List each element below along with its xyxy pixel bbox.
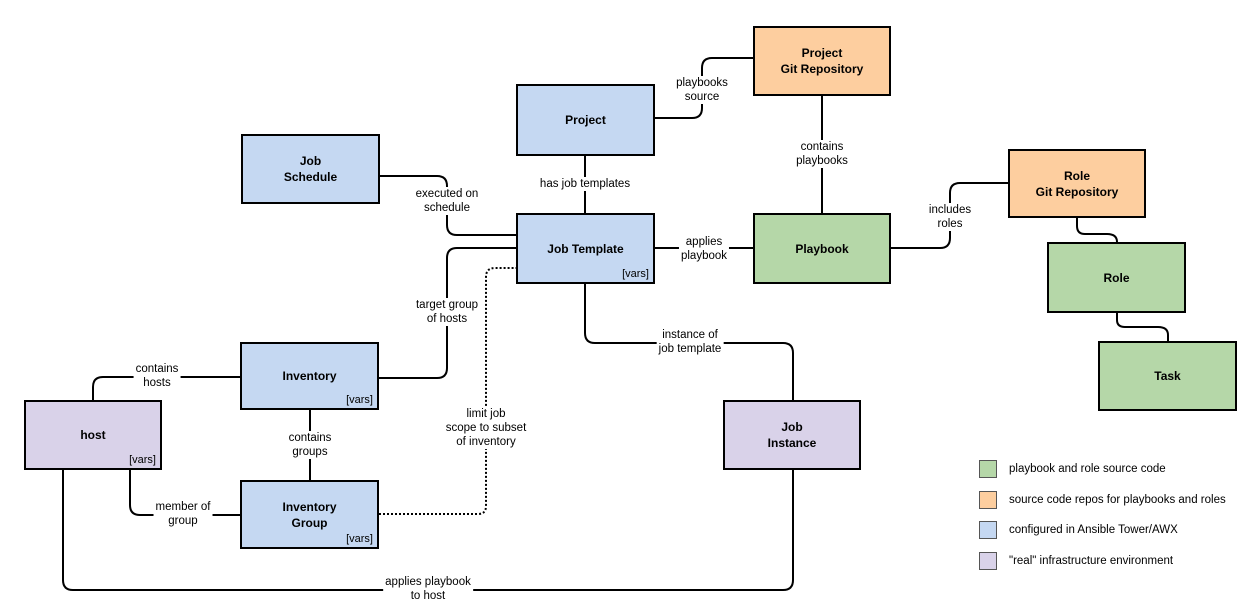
edge-label-target-group: target group of hosts xyxy=(413,298,481,326)
node-title: Task xyxy=(1154,369,1181,383)
job-schedule-node[interactable]: Job Schedule xyxy=(241,134,380,204)
node-title: Role xyxy=(1063,168,1090,183)
node-title: Role xyxy=(1103,270,1130,285)
edge-label-member-of-group: member of group xyxy=(153,500,213,528)
node-title: host xyxy=(80,428,106,442)
node-title: Project xyxy=(801,46,843,60)
inventory-node[interactable]: Inventory [vars] xyxy=(240,342,379,410)
legend-swatch xyxy=(979,491,997,509)
edge-host-to-group xyxy=(129,470,240,516)
vars-label: [vars] xyxy=(129,454,156,466)
legend-label: playbook and role source code xyxy=(1009,463,1166,475)
role-git-repository-node[interactable]: Role Git Repository xyxy=(1008,149,1146,218)
playbook-node[interactable]: Playbook xyxy=(753,213,891,284)
inventory-group-node[interactable]: Inventory Group [vars] xyxy=(240,480,379,549)
edge-label-contains-groups: contains groups xyxy=(286,431,334,459)
node-subtitle: Group xyxy=(291,515,328,530)
vars-label: [vars] xyxy=(346,533,373,545)
vars-label: [vars] xyxy=(622,268,649,280)
node-subtitle: Schedule xyxy=(283,170,338,184)
edge-label-applies-playbook-to-host: applies playbook to host xyxy=(383,575,473,603)
edge-inventory-to-host xyxy=(92,376,240,400)
edge-label-has-job-templates: has job templates xyxy=(537,177,633,191)
edge-host-to-instance xyxy=(62,470,794,591)
node-title: Job xyxy=(781,420,803,434)
edge-label-instance-of: instance of job template xyxy=(656,328,724,356)
legend-swatch xyxy=(979,552,997,570)
legend-item-tower: configured in Ansible Tower/AWX xyxy=(979,521,1178,539)
legend-label: configured in Ansible Tower/AWX xyxy=(1009,524,1178,536)
node-title: Project xyxy=(565,113,606,127)
node-title: Inventory xyxy=(282,369,337,383)
task-node[interactable]: Task xyxy=(1098,341,1237,411)
project-git-repository-node[interactable]: Project Git Repository xyxy=(753,26,891,96)
node-title: Job xyxy=(299,154,322,168)
node-title: Inventory xyxy=(282,499,337,514)
edge-label-limit-job: limit job scope to subset of inventory xyxy=(443,407,529,449)
legend-item-infrastructure: "real" infrastructure environment xyxy=(979,552,1173,570)
legend-item-repos: source code repos for playbooks and role… xyxy=(979,491,1226,509)
job-template-node[interactable]: Job Template [vars] xyxy=(516,213,655,284)
host-node[interactable]: host [vars] xyxy=(24,400,162,470)
legend-label: source code repos for playbooks and role… xyxy=(1009,494,1226,506)
node-subtitle: Git Repository xyxy=(780,62,864,76)
edge-label-executed-on-schedule: executed on schedule xyxy=(413,187,481,215)
node-subtitle: Git Repository xyxy=(1035,184,1119,199)
edge-label-includes-roles: includes roles xyxy=(926,203,974,231)
edge-group-to-jobtemplate-dotted xyxy=(379,267,517,515)
vars-label: [vars] xyxy=(346,394,373,406)
legend-label: "real" infrastructure environment xyxy=(1009,555,1174,567)
legend-swatch xyxy=(979,521,997,539)
legend-item-source-code: playbook and role source code xyxy=(979,460,1166,478)
edge-label-applies-playbook: applies playbook xyxy=(678,235,730,263)
edge-rolegit-to-role xyxy=(1076,218,1118,243)
legend-swatch xyxy=(979,460,997,478)
edge-label-contains-hosts: contains hosts xyxy=(133,362,181,390)
node-title: Job Template xyxy=(547,241,624,256)
node-title: Playbook xyxy=(795,241,849,256)
role-node[interactable]: Role xyxy=(1047,242,1186,313)
edge-role-to-task xyxy=(1116,313,1169,341)
job-instance-node[interactable]: Job Instance xyxy=(723,400,861,470)
edge-label-playbooks-source: playbooks source xyxy=(674,76,730,104)
project-node[interactable]: Project xyxy=(516,84,655,156)
edge-label-contains-playbooks: contains playbooks xyxy=(794,140,850,168)
node-subtitle: Instance xyxy=(767,436,817,450)
